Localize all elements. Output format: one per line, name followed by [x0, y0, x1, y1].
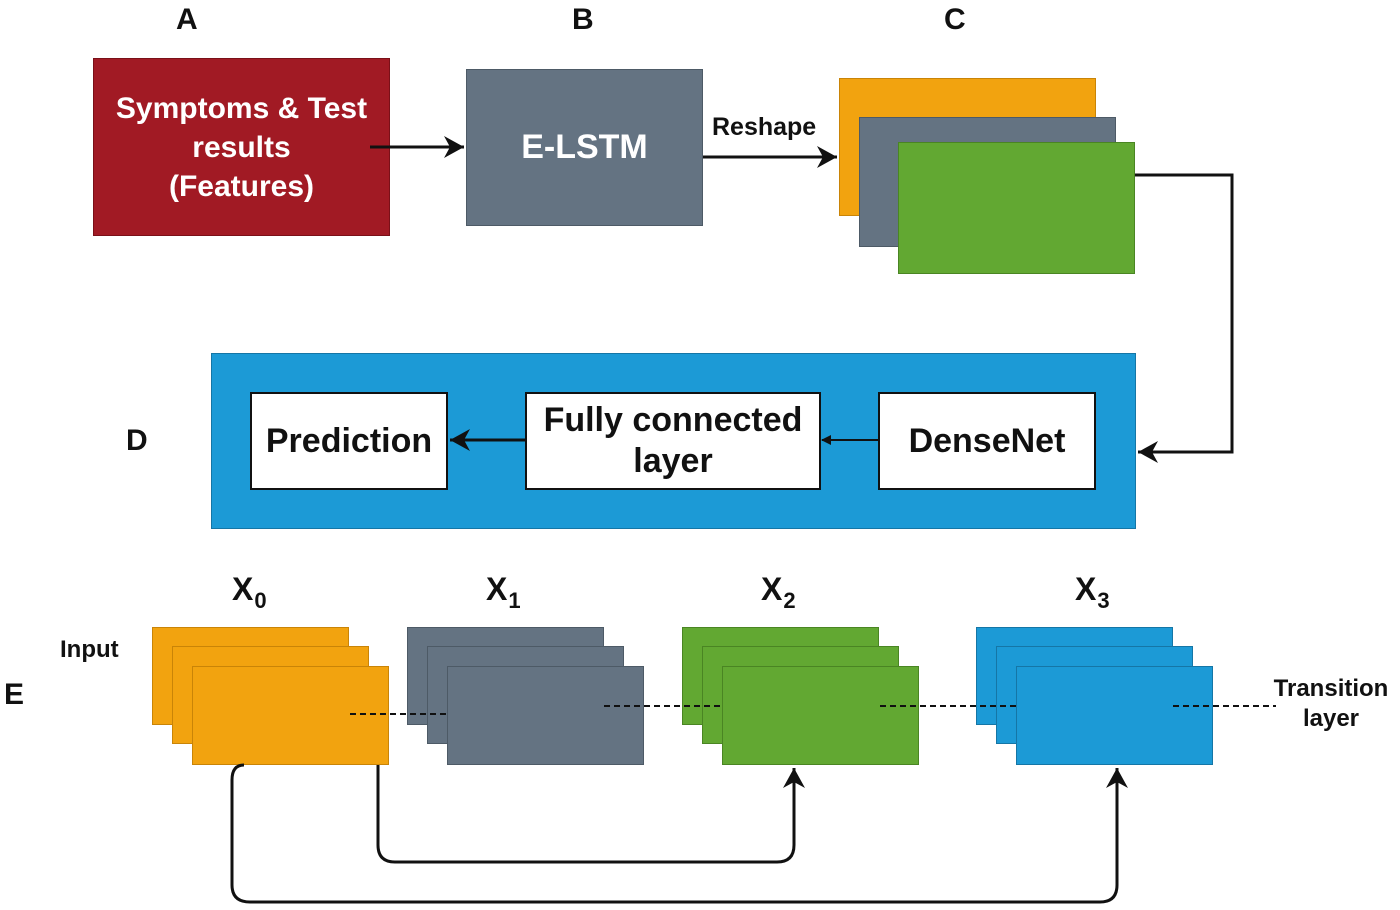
prediction-label: Prediction: [265, 421, 433, 460]
x1-map-3: [447, 666, 644, 765]
features-label-line1: Symptoms & Test: [115, 91, 368, 125]
features-box: Symptoms & Test results (Features): [93, 58, 390, 236]
x2-label: X2: [761, 571, 796, 613]
x3-map-3: [1016, 666, 1213, 765]
reshaped-map-green: [898, 142, 1135, 274]
densenet-label: DenseNet: [908, 421, 1066, 460]
densenet-box: DenseNet: [878, 392, 1096, 490]
x3-label: X3: [1075, 571, 1110, 613]
section-label-a: A: [176, 3, 198, 36]
section-label-d: D: [126, 424, 148, 457]
x0-map-3: [192, 666, 389, 765]
x2-map-3: [722, 666, 919, 765]
transition-label-line1: Transition: [1273, 675, 1389, 702]
section-label-c: C: [944, 3, 966, 36]
x1-label: X1: [486, 571, 521, 613]
features-label-line2: results: [192, 130, 291, 164]
elstm-label: E-LSTM: [521, 128, 648, 166]
fully-connected-label-line1: Fully connected: [543, 401, 803, 440]
section-label-e: E: [4, 678, 25, 711]
transition-label-line2: layer: [1302, 705, 1360, 732]
reshape-to-densenet-arrow: [1135, 173, 1234, 463]
elstm-box: E-LSTM: [466, 69, 703, 226]
x0-label: X0: [232, 571, 267, 613]
prediction-box: Prediction: [250, 392, 448, 490]
section-label-b: B: [572, 3, 594, 36]
transition-layer-label: Transition layer: [1266, 674, 1396, 734]
reshape-label: Reshape: [712, 113, 817, 141]
x0-to-x2-skip-arrow: [376, 765, 805, 864]
features-label-line3: (Features): [168, 169, 315, 203]
fully-connected-label-line2: layer: [633, 442, 713, 480]
x0-to-x3-skip-arrow: [230, 763, 1128, 904]
input-label: Input: [60, 636, 119, 663]
fully-connected-box: Fully connected layer: [525, 392, 821, 490]
